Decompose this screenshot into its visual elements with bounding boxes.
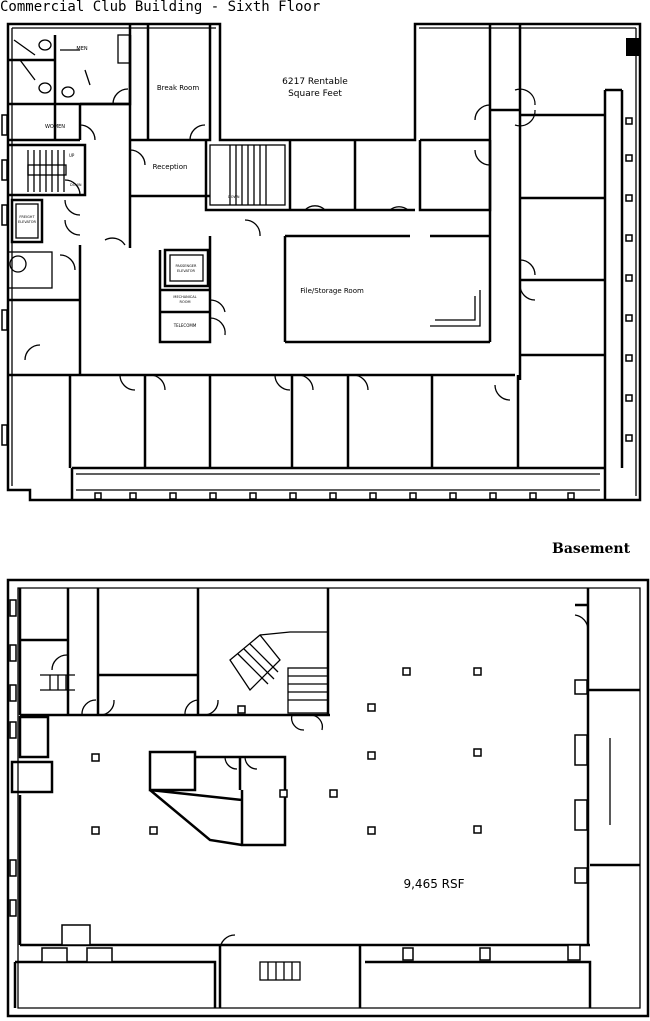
mechanical-room-label-2: ROOM [180, 300, 191, 304]
stair-down-label-2: DOWN [228, 195, 240, 199]
passenger-elevator-label-1: PASSENGER [176, 264, 197, 268]
sixth-floor-title: Commercial Club Building - Sixth Floor [0, 0, 320, 15]
passenger-elevator-label-2: ELEVATOR [177, 269, 196, 273]
stair-up-label: UP [69, 153, 75, 158]
reception-label: Reception [153, 163, 188, 171]
basement-plan: 9,465 RSF [6, 578, 650, 1018]
telecomm-label: TELECOMM [173, 323, 197, 328]
sixth-floor-area-line2: Square Feet [288, 89, 342, 99]
freight-elevator-label-2: ELEVATOR [18, 220, 37, 224]
women-restroom-label: WOMEN [45, 124, 65, 130]
break-room-label: Break Room [157, 84, 200, 92]
file-storage-room-label: File/Storage Room [300, 287, 364, 295]
freight-elevator-label-1: FREIGHT [19, 215, 35, 219]
stair-down-label: DOWN [70, 183, 82, 187]
mechanical-room-label-1: MECHANICAL [173, 295, 196, 299]
men-restroom-label: MEN [76, 46, 87, 52]
basement-area-label: 9,465 RSF [403, 877, 464, 891]
sixth-floor-area-line1: 6217 Rentable [282, 77, 348, 87]
sixth-floor-plan: 6217 Rentable Square Feet MEN WOMEN Brea… [1, 22, 642, 502]
basement-title: Basement [552, 541, 631, 557]
